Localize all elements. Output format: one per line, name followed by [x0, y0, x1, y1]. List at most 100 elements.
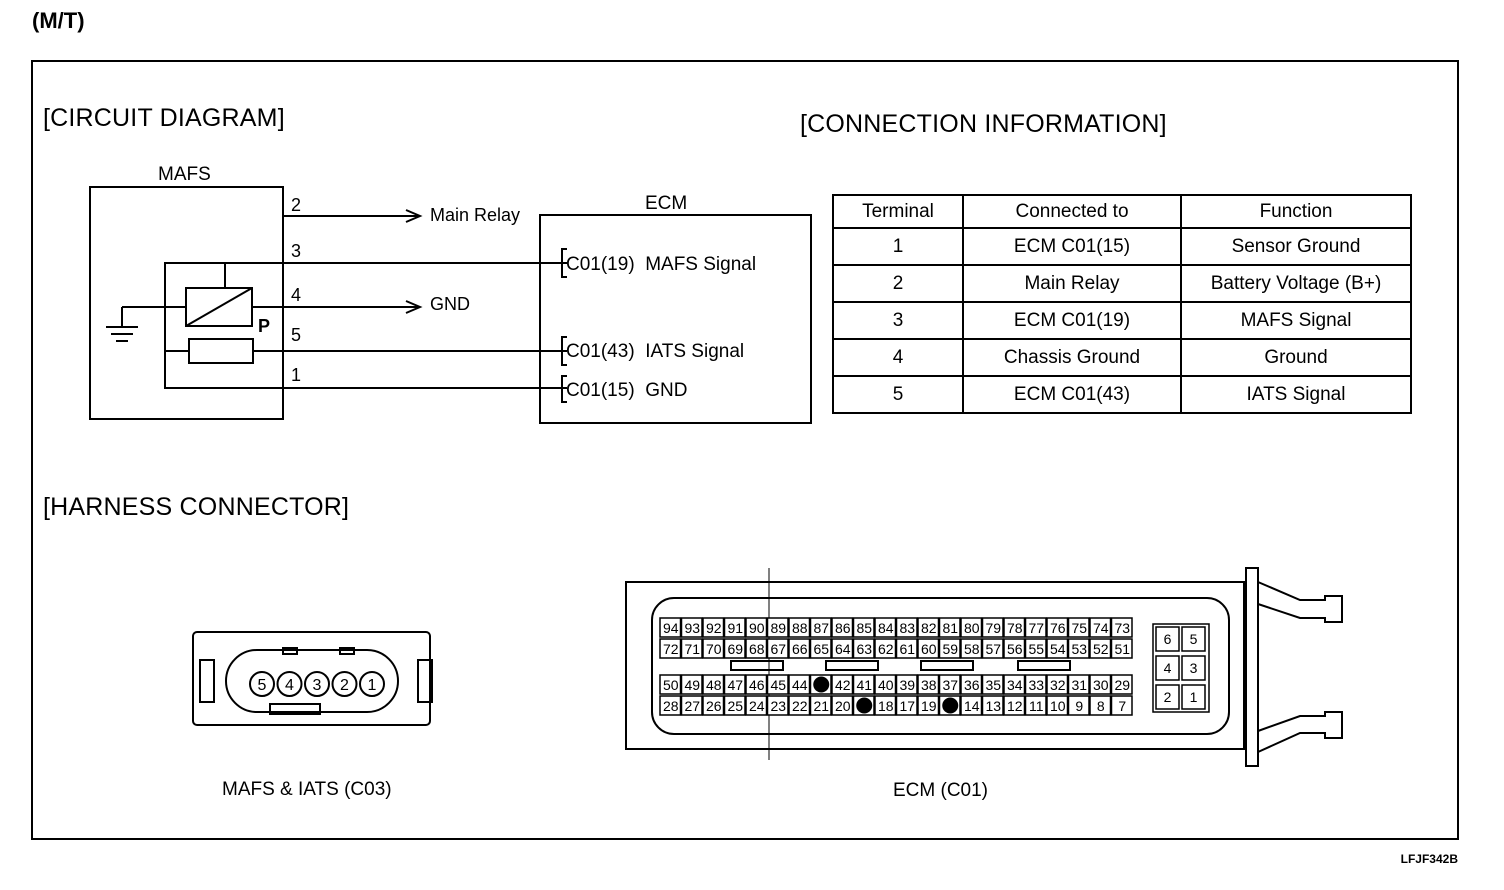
- table-header-row: Terminal Connected to Function: [832, 194, 1412, 229]
- ecm-pin-cell: [1046, 695, 1069, 716]
- ecm-pin-mafs-signal: C01(19) MAFS Signal: [566, 254, 756, 275]
- ecm-pin-label: 61: [899, 641, 915, 657]
- ecm-pin-field: [651, 597, 1230, 735]
- c03-latch-right: [417, 659, 433, 703]
- header-terminal: Terminal: [832, 194, 964, 229]
- ecm-aux-pin: [1155, 655, 1180, 681]
- ecm-pin-cell: [702, 674, 725, 695]
- ecm-pin-cell: [745, 674, 768, 695]
- table-row: 4 Chassis Ground Ground: [832, 338, 1412, 377]
- ecm-pin-label: 57: [985, 641, 1001, 657]
- ecm-pin-label: 37: [942, 677, 958, 693]
- ecm-pin-cell: [745, 695, 768, 716]
- model-label: (M/T): [32, 8, 85, 33]
- ecm-pin-label: 92: [706, 620, 722, 636]
- c03-pin: [331, 671, 358, 697]
- ecm-pin-label: 78: [1007, 620, 1023, 636]
- ecm-mount-flange: [1245, 567, 1259, 767]
- pin-number-3: 3: [291, 241, 301, 261]
- terminal-cell: 4: [832, 338, 964, 377]
- ecm-pin-cell: [874, 617, 897, 638]
- ecm-aux-pin-label: 5: [1190, 631, 1198, 647]
- ecm-pin-label: 54: [1050, 641, 1066, 657]
- pin-number-2: 2: [291, 195, 301, 215]
- ecm-pin-cell: [680, 638, 703, 659]
- ecm-pin-cell: [680, 617, 703, 638]
- ecm-pin-label: 19: [921, 698, 937, 714]
- ecm-pin-label: 9: [1075, 698, 1083, 714]
- mafs-label: MAFS: [158, 164, 211, 185]
- ecm-pin-label: 52: [1093, 641, 1109, 657]
- function-cell: Ground: [1180, 338, 1412, 377]
- thermistor-element: [188, 338, 254, 364]
- ecm-pin-cell: [981, 695, 1004, 716]
- ecm-key: [920, 660, 974, 671]
- ecm-aux-pin: [1181, 684, 1206, 710]
- ecm-pin-cell: [1089, 674, 1112, 695]
- ecm-pin-label: 85: [856, 620, 872, 636]
- c03-latch-left: [199, 659, 215, 703]
- ecm-pin-cell: [1067, 617, 1090, 638]
- ecm-pin-cell: [981, 617, 1004, 638]
- ecm-pin-cell: [831, 674, 854, 695]
- c03-pin-cavity: [225, 649, 399, 713]
- ecm-pin-label: 63: [856, 641, 872, 657]
- ecm-key: [1017, 660, 1071, 671]
- arrow-main-relay-icon: [405, 209, 423, 223]
- document-code: LFJF342B: [1400, 852, 1458, 866]
- ecm-pin-label: 84: [878, 620, 894, 636]
- ecm-pin-cell: [659, 617, 682, 638]
- ecm-pin-label: 33: [1028, 677, 1044, 693]
- pin-number-1: 1: [291, 365, 301, 385]
- ecm-pin-cell: [917, 695, 940, 716]
- ecm-pin-label: 49: [684, 677, 700, 693]
- ecm-pin-cell: [1003, 617, 1026, 638]
- ecm-pin-label: 23: [770, 698, 786, 714]
- ecm-pin-cell: [852, 638, 875, 659]
- ecm-pin-label: 44: [792, 677, 808, 693]
- ecm-pin-label: 40: [878, 677, 894, 693]
- c01-caption: ECM (C01): [893, 780, 989, 801]
- ecm-aux-pin-label: 1: [1190, 689, 1198, 705]
- ecm-aux-pin: [1155, 684, 1180, 710]
- ecm-pin-label: 32: [1050, 677, 1066, 693]
- ecm-pin-label: 38: [921, 677, 937, 693]
- ecm-pin-label: 71: [684, 641, 700, 657]
- ecm-pin-label: 90: [749, 620, 765, 636]
- ecm-pin-cell: [680, 695, 703, 716]
- ecm-pin-cell: [1110, 638, 1133, 659]
- ecm-pin-cell: [1110, 617, 1133, 638]
- ecm-pin-cell: [680, 674, 703, 695]
- ecm-pin-label: 75: [1071, 620, 1087, 636]
- pin-number-4: 4: [291, 285, 301, 305]
- ecm-pin-cell: [702, 617, 725, 638]
- ecm-pin-cell: [809, 617, 832, 638]
- ecm-pin-label: 48: [706, 677, 722, 693]
- ecm-pin-cell: [895, 674, 918, 695]
- connected-to-cell: ECM C01(15): [962, 227, 1182, 266]
- ecm-pin-label: 47: [727, 677, 743, 693]
- c03-key: [339, 647, 355, 655]
- ecm-pin-label: 20: [835, 698, 851, 714]
- ecm-pin-label: 94: [663, 620, 679, 636]
- ecm-pin-cell: [1089, 695, 1112, 716]
- ecm-pin-label: 41: [856, 677, 872, 693]
- ecm-pin-label: 79: [985, 620, 1001, 636]
- ecm-pin-cell: [1024, 638, 1047, 659]
- ecm-pin-cell: [659, 695, 682, 716]
- table-row: 5 ECM C01(43) IATS Signal: [832, 375, 1412, 414]
- ecm-pin-label: 14: [964, 698, 980, 714]
- function-cell: Sensor Ground: [1180, 227, 1412, 266]
- ecm-pin-label: 34: [1007, 677, 1023, 693]
- ecm-pin-label: 51: [1114, 641, 1130, 657]
- c03-bottom-key: [269, 703, 321, 715]
- ecm-pin-label: 87: [813, 620, 829, 636]
- terminal-cell: 1: [832, 227, 964, 266]
- ecm-pin-label: 53: [1071, 641, 1087, 657]
- ecm-pin-cell: [766, 638, 789, 659]
- ecm-pin-cell: [917, 674, 940, 695]
- ecm-pin-cell: [917, 638, 940, 659]
- connected-to-cell: ECM C01(19): [962, 301, 1182, 340]
- c03-key: [282, 647, 298, 655]
